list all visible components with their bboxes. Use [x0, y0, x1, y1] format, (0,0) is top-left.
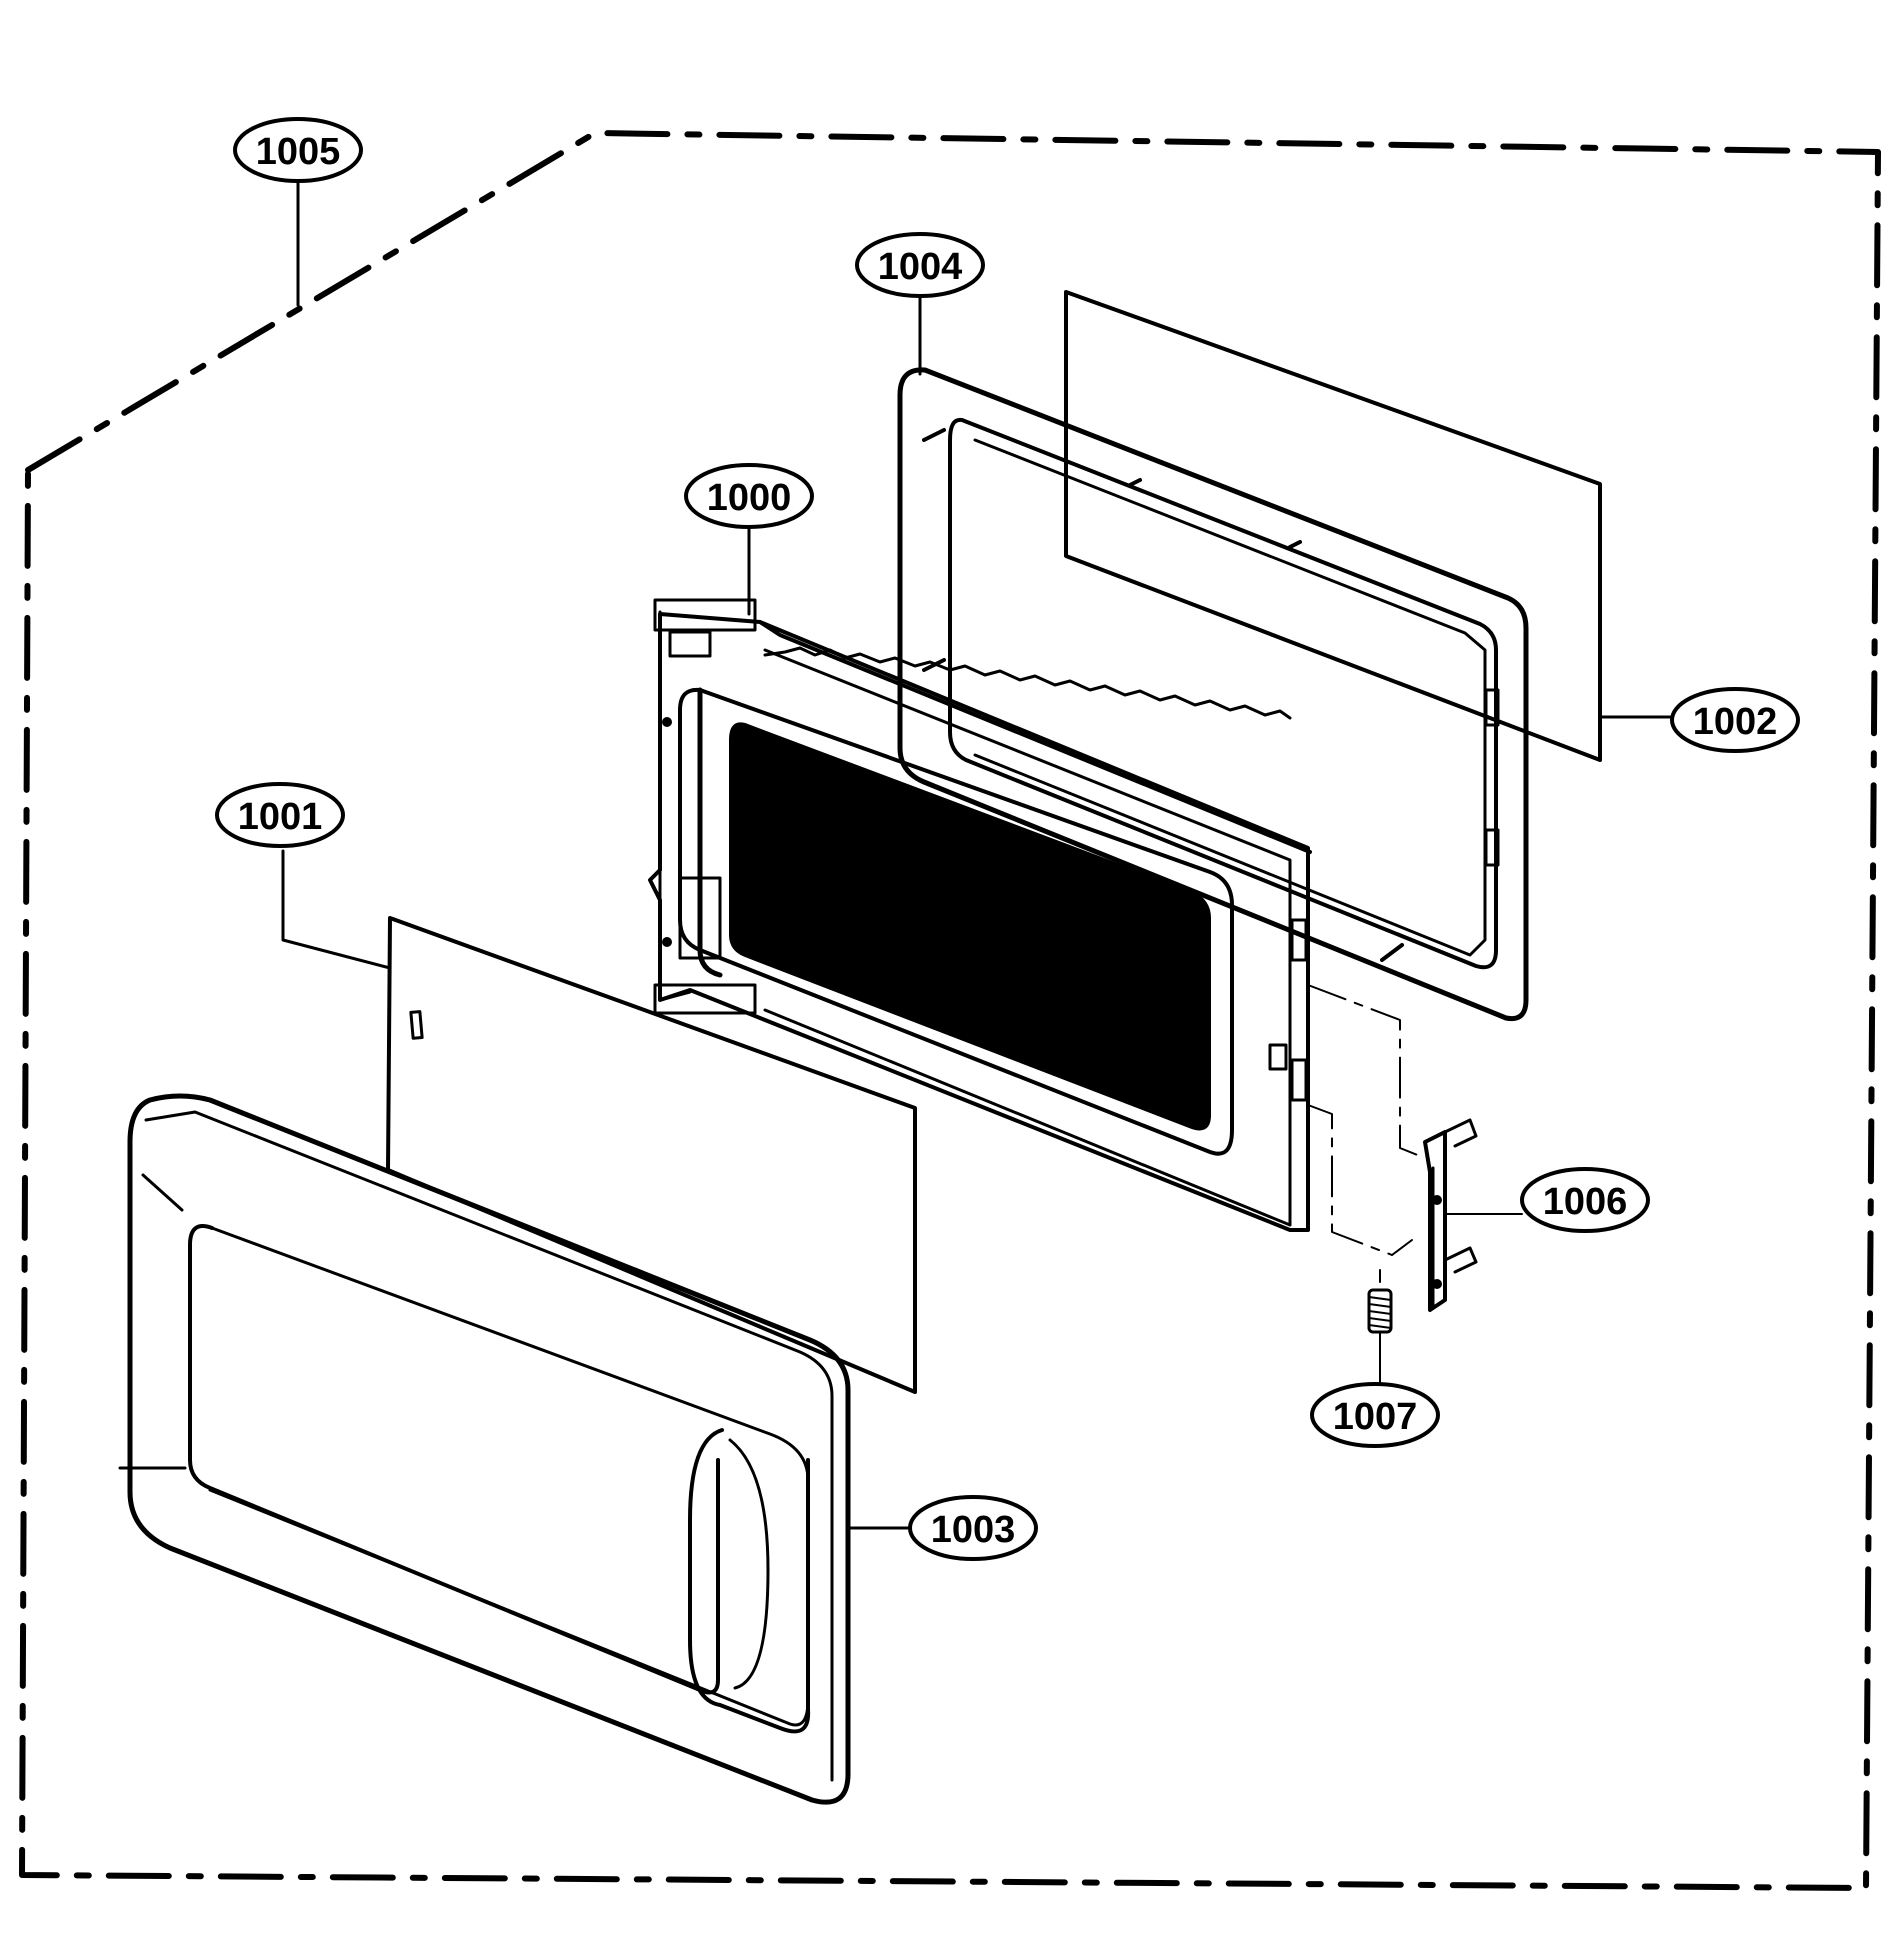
part-1004-choke-frame [897, 367, 1529, 1022]
callout-1007: 1007 [1310, 1382, 1440, 1448]
part-1000-door-frame [648, 598, 1312, 1232]
callout-label-1001: 1001 [238, 796, 323, 838]
callout-label-1004: 1004 [878, 246, 963, 288]
part-1002-rear-panel [1064, 290, 1602, 762]
callout-1006: 1006 [1520, 1167, 1650, 1233]
callout-label-1006: 1006 [1543, 1181, 1628, 1223]
leader-lines [281, 180, 1672, 1530]
callout-1000: 1000 [684, 463, 814, 529]
callout-1003: 1003 [908, 1495, 1038, 1561]
callout-label-1003: 1003 [931, 1509, 1016, 1551]
callout-1002: 1002 [1670, 687, 1800, 753]
part-1006-latch-lever [1307, 984, 1523, 1312]
callout-1005: 1005 [233, 117, 363, 183]
callout-1004: 1004 [855, 232, 985, 298]
callout-label-1007: 1007 [1333, 1396, 1418, 1438]
part-1001-front-glass [386, 916, 917, 1394]
part-1003-door-front [118, 1093, 851, 1805]
callout-label-1005: 1005 [256, 131, 341, 173]
callout-1001: 1001 [215, 782, 345, 848]
door-screen-mesh [729, 722, 1211, 1131]
callout-label-1002: 1002 [1693, 701, 1778, 743]
part-1007-spring [1367, 1269, 1393, 1389]
callout-label-1000: 1000 [707, 477, 792, 519]
assembly-boundary-1005 [19, 130, 1881, 1891]
